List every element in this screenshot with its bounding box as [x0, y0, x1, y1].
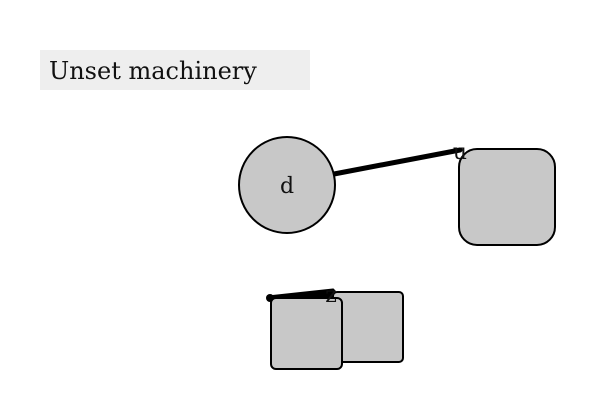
node-box-front — [270, 297, 343, 370]
node-circle-label: d — [280, 174, 294, 199]
node-box-back — [332, 291, 404, 363]
node-circle — [238, 136, 336, 234]
edge-label-u: u — [453, 140, 467, 165]
diagram-title: Unset machinery — [40, 50, 310, 90]
edge-label-z: z — [325, 283, 337, 308]
edge-circle-to-box-right — [331, 147, 463, 177]
node-box-right — [458, 148, 556, 246]
